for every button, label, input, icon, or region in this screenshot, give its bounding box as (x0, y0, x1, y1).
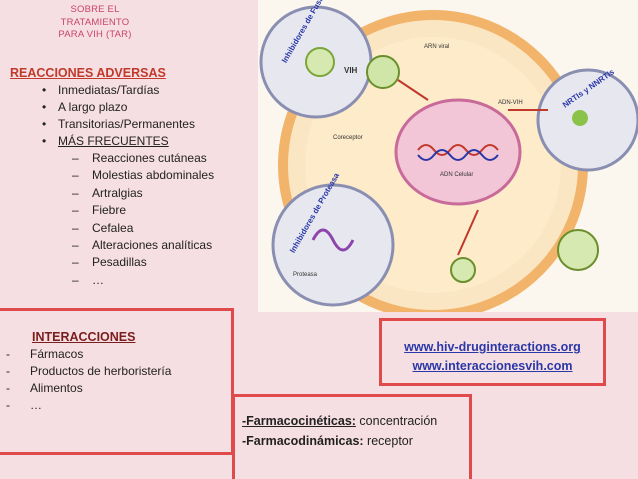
arrow (457, 209, 479, 256)
diagram-illustration (259, 5, 638, 312)
header-line: TRATAMIENTO (60, 16, 130, 28)
adverse-reactions-title: REACCIONES ADVERSAS (10, 66, 166, 80)
links-box: www.hiv-druginteractions.org www.interac… (379, 318, 606, 386)
list-item: Fiebre (72, 202, 214, 220)
header-line: PARA VIH (TAR) (58, 29, 132, 40)
list-item: Productos de herboristería (6, 363, 171, 380)
hiv-lifecycle-diagram: Inhibidores de Fusión VIH ARN viral ADN-… (258, 0, 638, 312)
kinetics-line: -Farmacocinéticas: concentración (242, 411, 437, 431)
list-item: Cefalea (72, 220, 214, 238)
list-item: Transitorias/Permanentes (42, 116, 195, 133)
adn-vih-label: ADN-VIH (498, 100, 523, 106)
arrow (397, 79, 429, 101)
proteasa-small-label: Proteasa (293, 272, 318, 278)
list-item: MÁS FRECUENTES (42, 133, 195, 150)
hiv-virus-icon (366, 55, 400, 89)
pharmacology-text: -Farmacocinéticas: concentración -Farmac… (242, 411, 437, 451)
kinetics-value: concentración (355, 414, 438, 428)
interaccionesvih-link[interactable]: www.interaccionesvih.com (412, 359, 573, 373)
dna-strand (417, 144, 499, 156)
list-item: Alteraciones analíticas (72, 237, 214, 255)
nrti-zone (536, 68, 638, 172)
header-line: SOBRE EL (70, 4, 120, 15)
hiv-druginteractions-link[interactable]: www.hiv-druginteractions.org (404, 340, 581, 354)
list-item: Inmediatas/Tardías (42, 82, 195, 99)
list-item: Artralgias (72, 185, 214, 203)
frequent-reactions-list: Reacciones cutáneas Molestias abdominale… (72, 150, 214, 290)
dna-strand (417, 149, 499, 161)
protease-chain (311, 228, 355, 252)
dynamics-line: -Farmacodinámicas: receptor (242, 431, 437, 451)
kinetics-label: -Farmacocinéticas: (242, 414, 356, 428)
protease-inhibitor-zone (271, 183, 395, 307)
list-item: Molestias abdominales (72, 167, 214, 185)
list-item: … (72, 272, 214, 290)
virus-particle (305, 47, 335, 77)
dynamics-label: -Farmacodinámicas: (242, 434, 364, 448)
arn-viral-label: ARN viral (424, 44, 450, 50)
slide-header: SOBRE EL TRATAMIENTO PARA VIH (TAR) (40, 4, 150, 42)
list-item: A largo plazo (42, 99, 195, 116)
list-item: … (6, 397, 171, 414)
pharmacology-box (232, 394, 472, 479)
list-item: Reacciones cutáneas (72, 150, 214, 168)
coreceptor-label: Coreceptor (333, 135, 363, 141)
interactions-list: Fármacos Productos de herboristería Alim… (6, 346, 171, 414)
cell-nucleus (394, 98, 522, 206)
virus-particle (450, 257, 476, 283)
dynamics-value: receptor (363, 434, 413, 448)
virus-particle (572, 110, 588, 126)
interactions-title: INTERACCIONES (32, 330, 136, 344)
new-virus-icon (557, 229, 599, 271)
adn-celular-label: ADN Celular (440, 172, 474, 178)
list-item: Pesadillas (72, 254, 214, 272)
list-item: Alimentos (6, 380, 171, 397)
interactions-box (0, 308, 234, 455)
adverse-reactions-list: Inmediatas/Tardías A largo plazo Transit… (42, 82, 195, 150)
vih-label: VIH (344, 66, 358, 75)
list-item: Fármacos (6, 346, 171, 363)
